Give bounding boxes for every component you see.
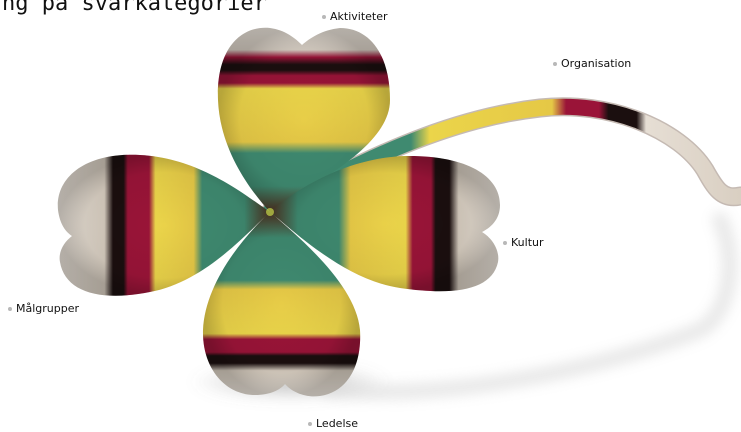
bullet-dot <box>8 307 12 311</box>
label-kultur-text: Kultur <box>511 236 544 249</box>
label-kultur: Kultur <box>503 236 544 249</box>
label-malgrupper: Målgrupper <box>8 302 79 315</box>
label-aktiviteter: Aktiviteter <box>322 10 388 23</box>
label-aktiviteter-text: Aktiviteter <box>330 10 388 23</box>
label-organisation: Organisation <box>553 57 631 70</box>
bullet-dot <box>503 241 507 245</box>
bullet-dot <box>553 62 557 66</box>
bullet-dot <box>308 422 312 426</box>
bullet-dot <box>322 15 326 19</box>
label-ledelse: Ledelse <box>308 417 358 430</box>
label-malgrupper-text: Målgrupper <box>16 302 79 315</box>
clover-center <box>266 208 274 216</box>
label-ledelse-text: Ledelse <box>316 417 358 430</box>
label-organisation-text: Organisation <box>561 57 631 70</box>
